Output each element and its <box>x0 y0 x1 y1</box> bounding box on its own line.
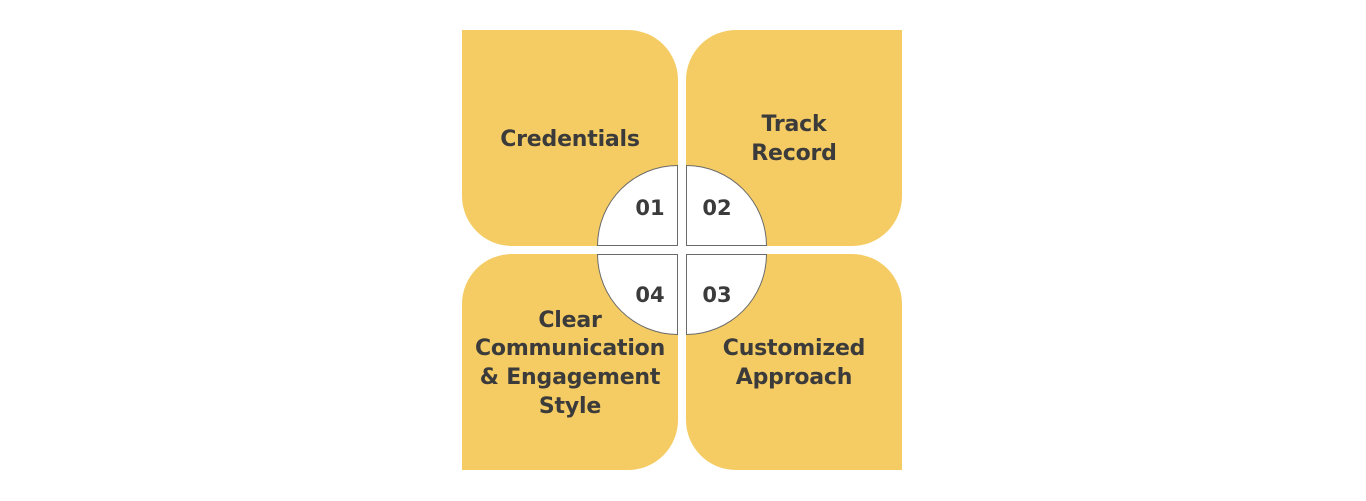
number-02: 02 <box>702 196 732 220</box>
petal-credentials: Credentials <box>462 30 678 246</box>
petal-track-record: Track Record <box>686 30 902 246</box>
number-04: 04 <box>635 283 665 307</box>
number-01: 01 <box>635 196 665 220</box>
label-clear-communication: Clear Communication & Engagement Style <box>474 307 666 419</box>
four-quadrant-diagram: Credentials Track Record Customized Appr… <box>462 30 902 470</box>
label-track-record: Track Record <box>751 112 837 166</box>
label-customized-approach: Customized Approach <box>722 336 866 390</box>
number-03: 03 <box>702 283 732 307</box>
label-credentials: Credentials <box>500 126 640 152</box>
petal-customized-approach: Customized Approach <box>686 254 902 470</box>
